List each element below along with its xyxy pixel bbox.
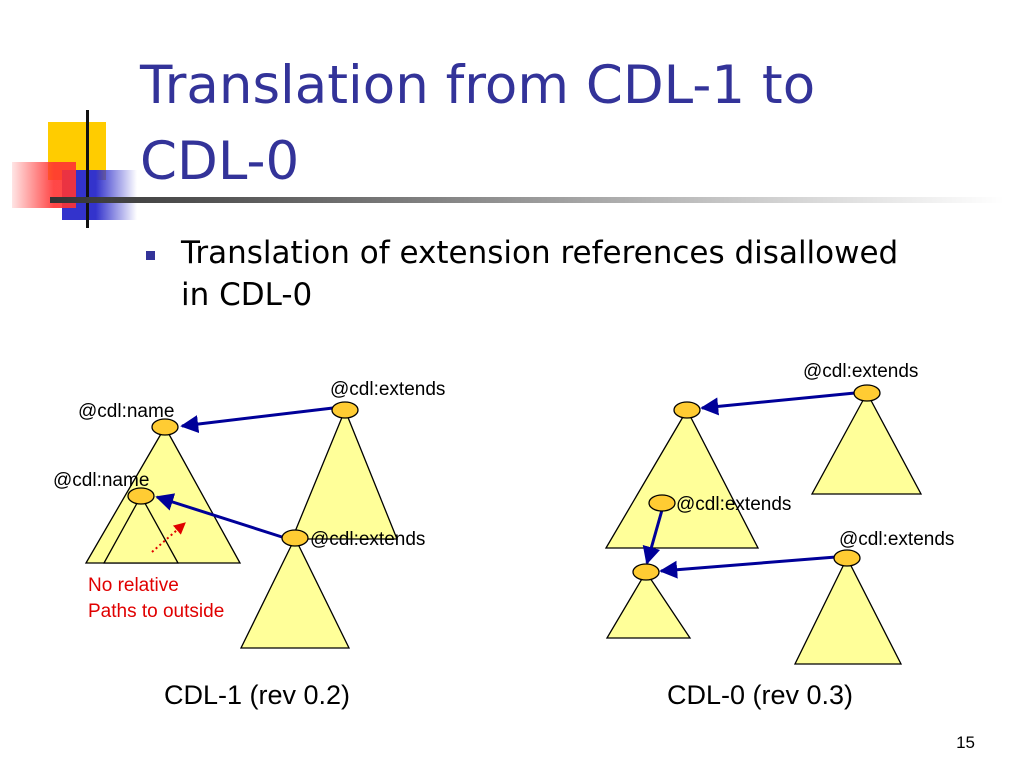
cdl1-extends-bottom-node[interactable] (281, 529, 309, 547)
cdl0-label-extends-middle: @cdl:extends (676, 494, 791, 515)
cdl1-note-line-2: Paths to outside (88, 601, 224, 622)
cdl0-caption: CDL-0 (rev 0.3) (667, 680, 853, 710)
cdl1-diagram: @cdl:name @cdl:name @cdl:extends @cdl:ex… (53, 379, 445, 710)
cdl1-inner-tree (102, 494, 180, 564)
bullet-text-line-1: Translation of extension references disa… (181, 235, 899, 271)
cdl0-main-node[interactable] (673, 401, 701, 419)
cdl1-label-extends-top: @cdl:extends (330, 379, 445, 400)
bullet-text-line-2: in CDL-0 (181, 277, 313, 313)
cdl1-label-name-outer: @cdl:name (78, 401, 174, 422)
cdl0-arrow-extends-top (700, 391, 856, 416)
cdl1-extends-top-node[interactable] (331, 401, 359, 419)
cdl1-note-line-1: No relative (88, 575, 179, 596)
slide-title-line-2: CDL-0 (140, 131, 300, 192)
cdl1-label-extends-bottom: @cdl:extends (310, 529, 425, 550)
slide-title-line-1: Translation from CDL-1 to (140, 55, 816, 116)
cdl1-extends-top-tree (291, 408, 398, 540)
cdl0-label-extends-bottom: @cdl:extends (839, 529, 954, 550)
cdl1-name-node[interactable] (151, 418, 179, 436)
cdl0-sub-tree (605, 570, 692, 639)
cdl0-diagram: @cdl:extends @cdl:extends @cdl:extends C… (604, 361, 954, 710)
cdl0-arrow-extends-middle (642, 509, 664, 565)
cdl1-caption: CDL-1 (rev 0.2) (164, 680, 350, 710)
cdl0-arrow-extends-bottom (659, 555, 837, 579)
cdl0-extends-top-node[interactable] (853, 384, 881, 402)
page-number: 15 (956, 733, 975, 752)
cdl0-extends-bottom-node[interactable] (833, 549, 861, 567)
cdl1-extends-bottom-tree (239, 536, 351, 649)
cdl1-arrow-extends-to-name (180, 406, 334, 434)
cdl0-label-extends-top: @cdl:extends (803, 361, 918, 382)
cdl1-label-name-inner: @cdl:name (53, 470, 149, 491)
cdl0-sub-node[interactable] (632, 563, 660, 581)
cdl0-extends-middle-node[interactable] (648, 494, 676, 512)
title-rule (50, 197, 1004, 203)
bullet-square-icon (146, 251, 155, 260)
bullet-text: Translation of extension references disa… (181, 232, 1001, 316)
slide-title: Translation from CDL-1 to CDL-0 (140, 48, 1000, 200)
cdl0-extends-bottom-tree (793, 556, 903, 665)
cdl0-main-tree (604, 408, 760, 549)
deco-vertical-line (86, 110, 89, 228)
cdl1-arrow-extends-to-inner-name (155, 493, 283, 539)
cdl0-extends-top-tree (810, 391, 923, 495)
cdl1-inner-name-node[interactable] (127, 487, 155, 505)
cdl1-relative-path-arrow (151, 522, 186, 553)
